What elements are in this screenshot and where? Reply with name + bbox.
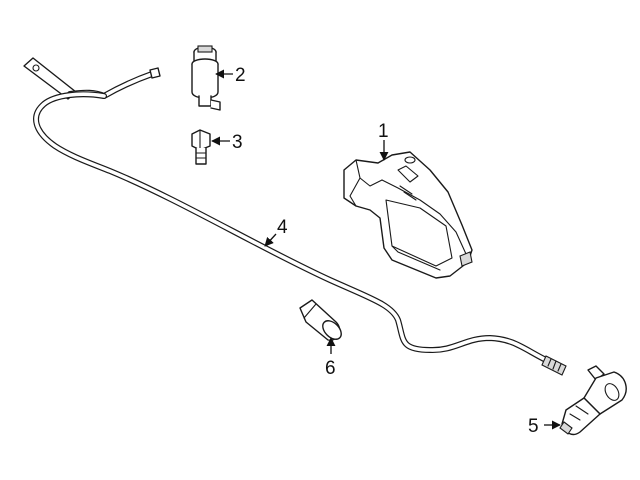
washer-hose-part[interactable] <box>23 57 567 376</box>
connector-bolt-part[interactable] <box>191 129 211 165</box>
cap-part[interactable] <box>299 299 345 343</box>
nozzle-part[interactable] <box>559 365 627 436</box>
washer-pump-part[interactable] <box>191 45 221 111</box>
callout-1: 1 <box>378 121 389 142</box>
callout-6: 6 <box>325 358 336 379</box>
callout-3: 3 <box>232 132 243 153</box>
callout-2: 2 <box>235 65 246 86</box>
callout-4: 4 <box>277 217 288 238</box>
callout-5: 5 <box>528 416 539 437</box>
callout-4-leader <box>264 233 277 247</box>
reservoir-unit-part[interactable] <box>343 151 473 279</box>
